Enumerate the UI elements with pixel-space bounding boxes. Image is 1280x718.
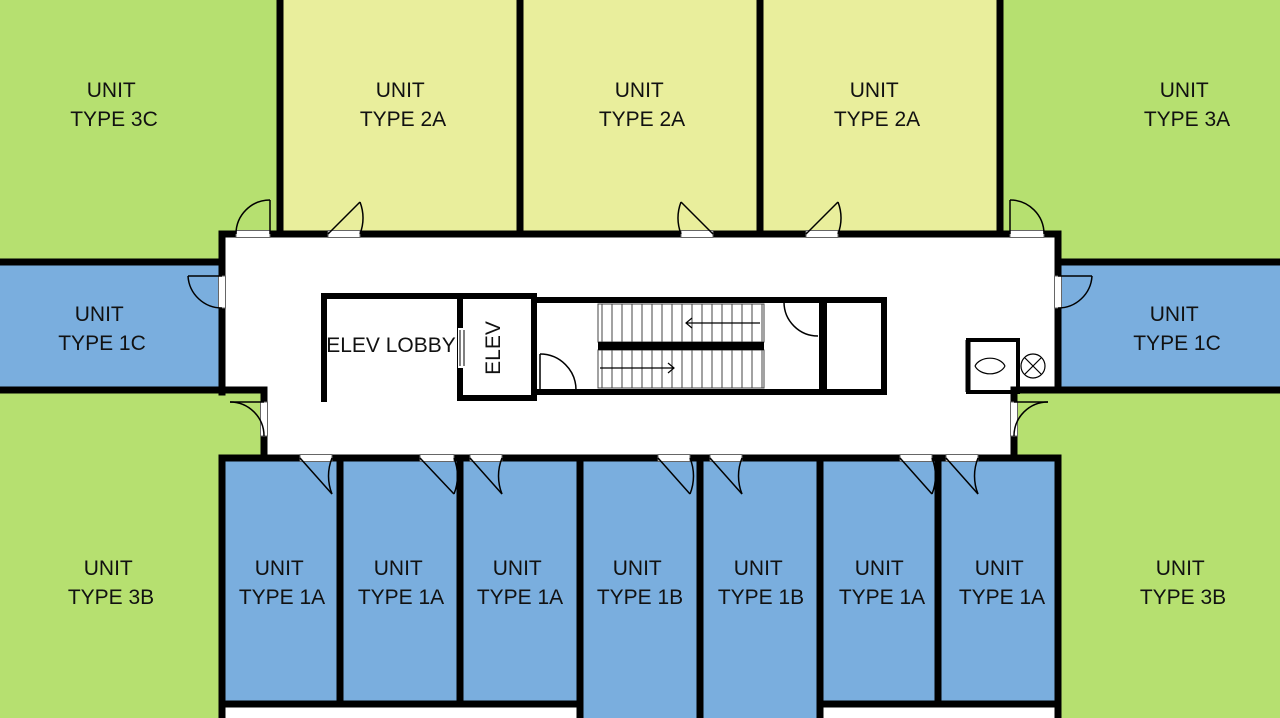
stair-direction-arrows (600, 317, 760, 374)
door-opening (218, 275, 226, 309)
door-leaf (469, 457, 503, 495)
elev-label: ELEV (482, 321, 505, 375)
door-opening (680, 230, 714, 238)
elev-lobby-wall (321, 293, 460, 402)
door-swing-arc (837, 201, 842, 235)
elevator-door (458, 328, 464, 368)
door-leaf (899, 457, 933, 495)
door-opening (327, 230, 361, 238)
door-leaf (945, 457, 979, 495)
stair-door (539, 353, 577, 391)
unit-2a-1-label: UNIT TYPE 2A (360, 79, 446, 131)
door-leaf (327, 201, 361, 235)
unit-3c-area[interactable] (0, 0, 280, 262)
stair-door-2 (783, 301, 819, 337)
unit-1a-3-label: UNIT TYPE 1A (477, 557, 563, 609)
unit-3b-right-area[interactable] (1058, 388, 1280, 718)
door-opening (235, 230, 271, 238)
utility-door (974, 357, 1006, 375)
door-swing-arc (359, 201, 364, 235)
door-leaf (709, 457, 743, 495)
unit-2a-2-label: UNIT TYPE 2A (599, 79, 685, 131)
door-swing-arc (973, 457, 979, 495)
unit-1c-right-label: UNIT TYPE 1C (1133, 303, 1221, 355)
unit-1a-5-area[interactable] (938, 458, 1058, 704)
door-swing-arc (677, 201, 682, 235)
unit-3b-left-label: UNIT TYPE 3B (68, 557, 154, 609)
unit-1a-2-area[interactable] (340, 458, 460, 704)
door-leaf (680, 201, 714, 235)
door-swing-arc (737, 457, 743, 495)
shaft-box (821, 297, 887, 395)
door-swing-arc (229, 401, 265, 437)
unit-3b-right-label: UNIT TYPE 3B (1140, 557, 1226, 609)
unit-label-line2: TYPE 3C (70, 108, 158, 131)
unit-3a-label: UNIT TYPE 3A (1144, 79, 1230, 131)
door-swing-arc (1009, 199, 1045, 235)
unit-1c-left-label: UNIT TYPE 1C (58, 303, 146, 355)
door-swing-arc (187, 275, 223, 309)
unit-label-line1: UNIT (87, 79, 136, 102)
door-swing-arc (235, 199, 271, 235)
unit-1a-3-area[interactable] (460, 458, 580, 704)
unit-3b-left-area-upper (222, 388, 264, 458)
door-swing-arc (1013, 401, 1049, 437)
door-opening (709, 454, 743, 462)
door-opening (469, 454, 503, 462)
door-opening (657, 454, 691, 462)
door-swing-arc (689, 457, 695, 495)
unit-1c-left-area[interactable] (0, 262, 222, 388)
unit-1a-2-label: UNIT TYPE 1A (358, 557, 444, 609)
door-leaf (805, 201, 839, 235)
unit-3c-label: UNIT TYPE 3C (70, 79, 158, 131)
unit-3b-right-area-upper (1014, 388, 1058, 458)
unit-1b-1-label: UNIT TYPE 1B (597, 557, 683, 609)
door-opening (1054, 275, 1062, 309)
door-opening (299, 454, 333, 462)
shaft-x (1020, 353, 1046, 379)
unit-2a-3-area[interactable] (760, 0, 1000, 234)
door-opening (899, 454, 933, 462)
unit-2a-1-area[interactable] (280, 0, 520, 234)
unit-1a-5-label: UNIT TYPE 1A (959, 557, 1045, 609)
door-opening (945, 454, 979, 462)
unit-2a-2-area[interactable] (520, 0, 760, 234)
unit-1a-1-area[interactable] (222, 458, 340, 704)
unit-1b-1-area[interactable] (580, 458, 700, 718)
unit-1a-4-label: UNIT TYPE 1A (839, 557, 925, 609)
unit-1a-1-label: UNIT TYPE 1A (239, 557, 325, 609)
unit-2a-3-label: UNIT TYPE 2A (834, 79, 920, 131)
unit-3b-left-area[interactable] (0, 388, 222, 718)
door-leaf (419, 457, 455, 495)
unit-3a-area[interactable] (1000, 0, 1280, 262)
door-swing-arc (1057, 275, 1093, 309)
unit-labels: UNIT TYPE 3C UNIT TYPE 2A UNIT TYPE 2A U… (58, 79, 1230, 609)
unit-1b-2-area[interactable] (700, 458, 820, 718)
door-opening (419, 454, 455, 462)
door-leaf (657, 457, 691, 495)
door-opening (1009, 230, 1045, 238)
building-core (321, 293, 1046, 402)
door-swing-arc (931, 457, 937, 495)
door-swing-arc (497, 457, 503, 495)
door-swing-arc (453, 457, 459, 495)
door-leaf (299, 457, 333, 495)
unit-1b-2-label: UNIT TYPE 1B (718, 557, 804, 609)
unit-1a-4-area[interactable] (820, 458, 938, 704)
doors (187, 199, 1093, 495)
elev-lobby-label: ELEV LOBBY (326, 334, 456, 357)
door-swing-arc (327, 457, 333, 495)
unit-1c-right-area[interactable] (1058, 262, 1280, 388)
stair-landing-divider (598, 342, 764, 350)
door-opening (805, 230, 839, 238)
